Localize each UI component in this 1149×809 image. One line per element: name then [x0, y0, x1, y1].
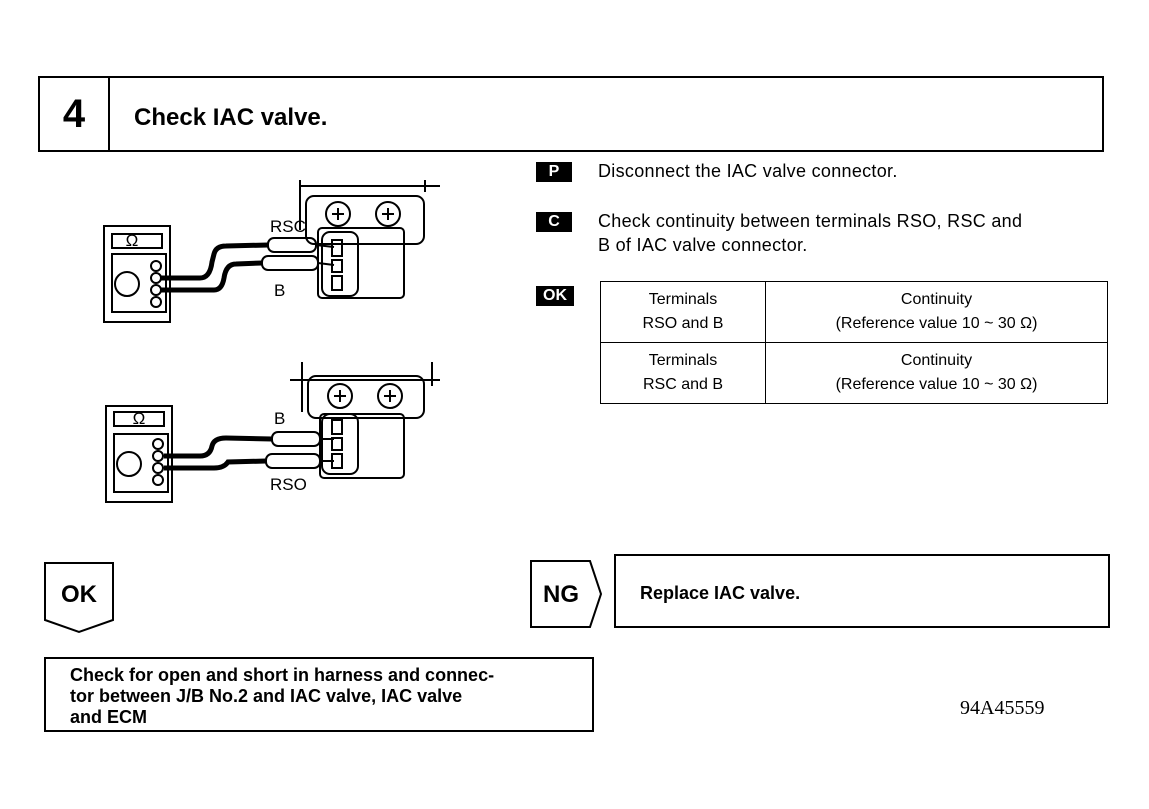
iac-valve-housing-icon: [290, 362, 440, 479]
continuity-cell: Continuity (Reference value 10 ~ 30 Ω): [765, 281, 1108, 343]
instruction-check-line1: Check continuity between terminals RSO, …: [598, 211, 1023, 231]
instruction-disconnect: Disconnect the IAC valve connector.: [598, 161, 898, 181]
procedure-badge: P: [536, 162, 572, 182]
test-lead-wires: [164, 435, 273, 471]
ok-flow-label: OK: [61, 581, 98, 608]
ok-flow-arrow-icon: OK: [44, 562, 114, 634]
ng-result-text: Replace IAC valve.: [640, 583, 801, 603]
next-step-line: Check for open and short in harness and …: [70, 665, 495, 685]
top-diagram: Ω RSC B: [103, 180, 440, 323]
figure-code: 94A45559: [960, 697, 1045, 719]
next-step-line: and ECM: [70, 707, 148, 727]
spec-table: Terminals RSO and B Continuity (Referenc…: [600, 281, 1108, 404]
reference-value: (Reference value 10 ~ 30 Ω): [835, 376, 1038, 393]
table-row: Terminals RSO and B Continuity (Referenc…: [600, 281, 1108, 343]
ok-next-step-box: Check for open and short in harness and …: [44, 657, 594, 732]
terminal-cell: Terminals RSC and B: [600, 342, 766, 404]
valve-connector-icon: [321, 413, 359, 475]
check-badge: C: [536, 212, 572, 232]
terminal-label-rso: RSO: [270, 475, 307, 494]
terminal-pair: RSC and B: [642, 376, 724, 393]
ohmmeter-icon: [103, 225, 171, 323]
wiring-diagram: Ω RSC B: [103, 180, 440, 503]
test-lead-wires: [160, 242, 269, 293]
ok-badge: OK: [536, 286, 574, 306]
terminal-label-rsc: RSC: [270, 217, 306, 236]
terminal-label: Terminals: [648, 291, 718, 308]
terminal-label-b: B: [274, 281, 285, 300]
instruction-check-line2: B of IAC valve connector.: [598, 235, 808, 255]
probe-icon: [261, 237, 335, 271]
terminal-label-b: B: [274, 409, 285, 428]
probe-icon: [265, 431, 334, 469]
table-row: Terminals RSC and B Continuity (Referenc…: [600, 342, 1108, 404]
continuity-label: Continuity: [900, 352, 973, 369]
ohm-symbol: Ω: [133, 409, 146, 428]
ng-flow-arrow-icon: NG: [530, 560, 603, 628]
step-title: Check IAC valve.: [134, 104, 328, 131]
step-header: 4 Check IAC valve.: [38, 76, 1104, 152]
step-number: 4: [40, 78, 110, 150]
ok-next-step-text: Check for open and short in harness and …: [70, 665, 580, 728]
bottom-diagram: Ω B RSO: [105, 362, 440, 503]
terminal-cell: Terminals RSO and B: [600, 281, 766, 343]
ohm-symbol: Ω: [126, 231, 139, 250]
terminal-pair: RSO and B: [642, 315, 724, 332]
ng-result-box: Replace IAC valve.: [614, 554, 1110, 628]
ng-flow-label: NG: [543, 581, 579, 608]
continuity-cell: Continuity (Reference value 10 ~ 30 Ω): [765, 342, 1108, 404]
terminal-label: Terminals: [648, 352, 718, 369]
next-step-line: tor between J/B No.2 and IAC valve, IAC …: [70, 686, 463, 706]
ohmmeter-icon: [105, 405, 173, 503]
reference-value: (Reference value 10 ~ 30 Ω): [835, 315, 1038, 332]
continuity-label: Continuity: [900, 291, 973, 308]
